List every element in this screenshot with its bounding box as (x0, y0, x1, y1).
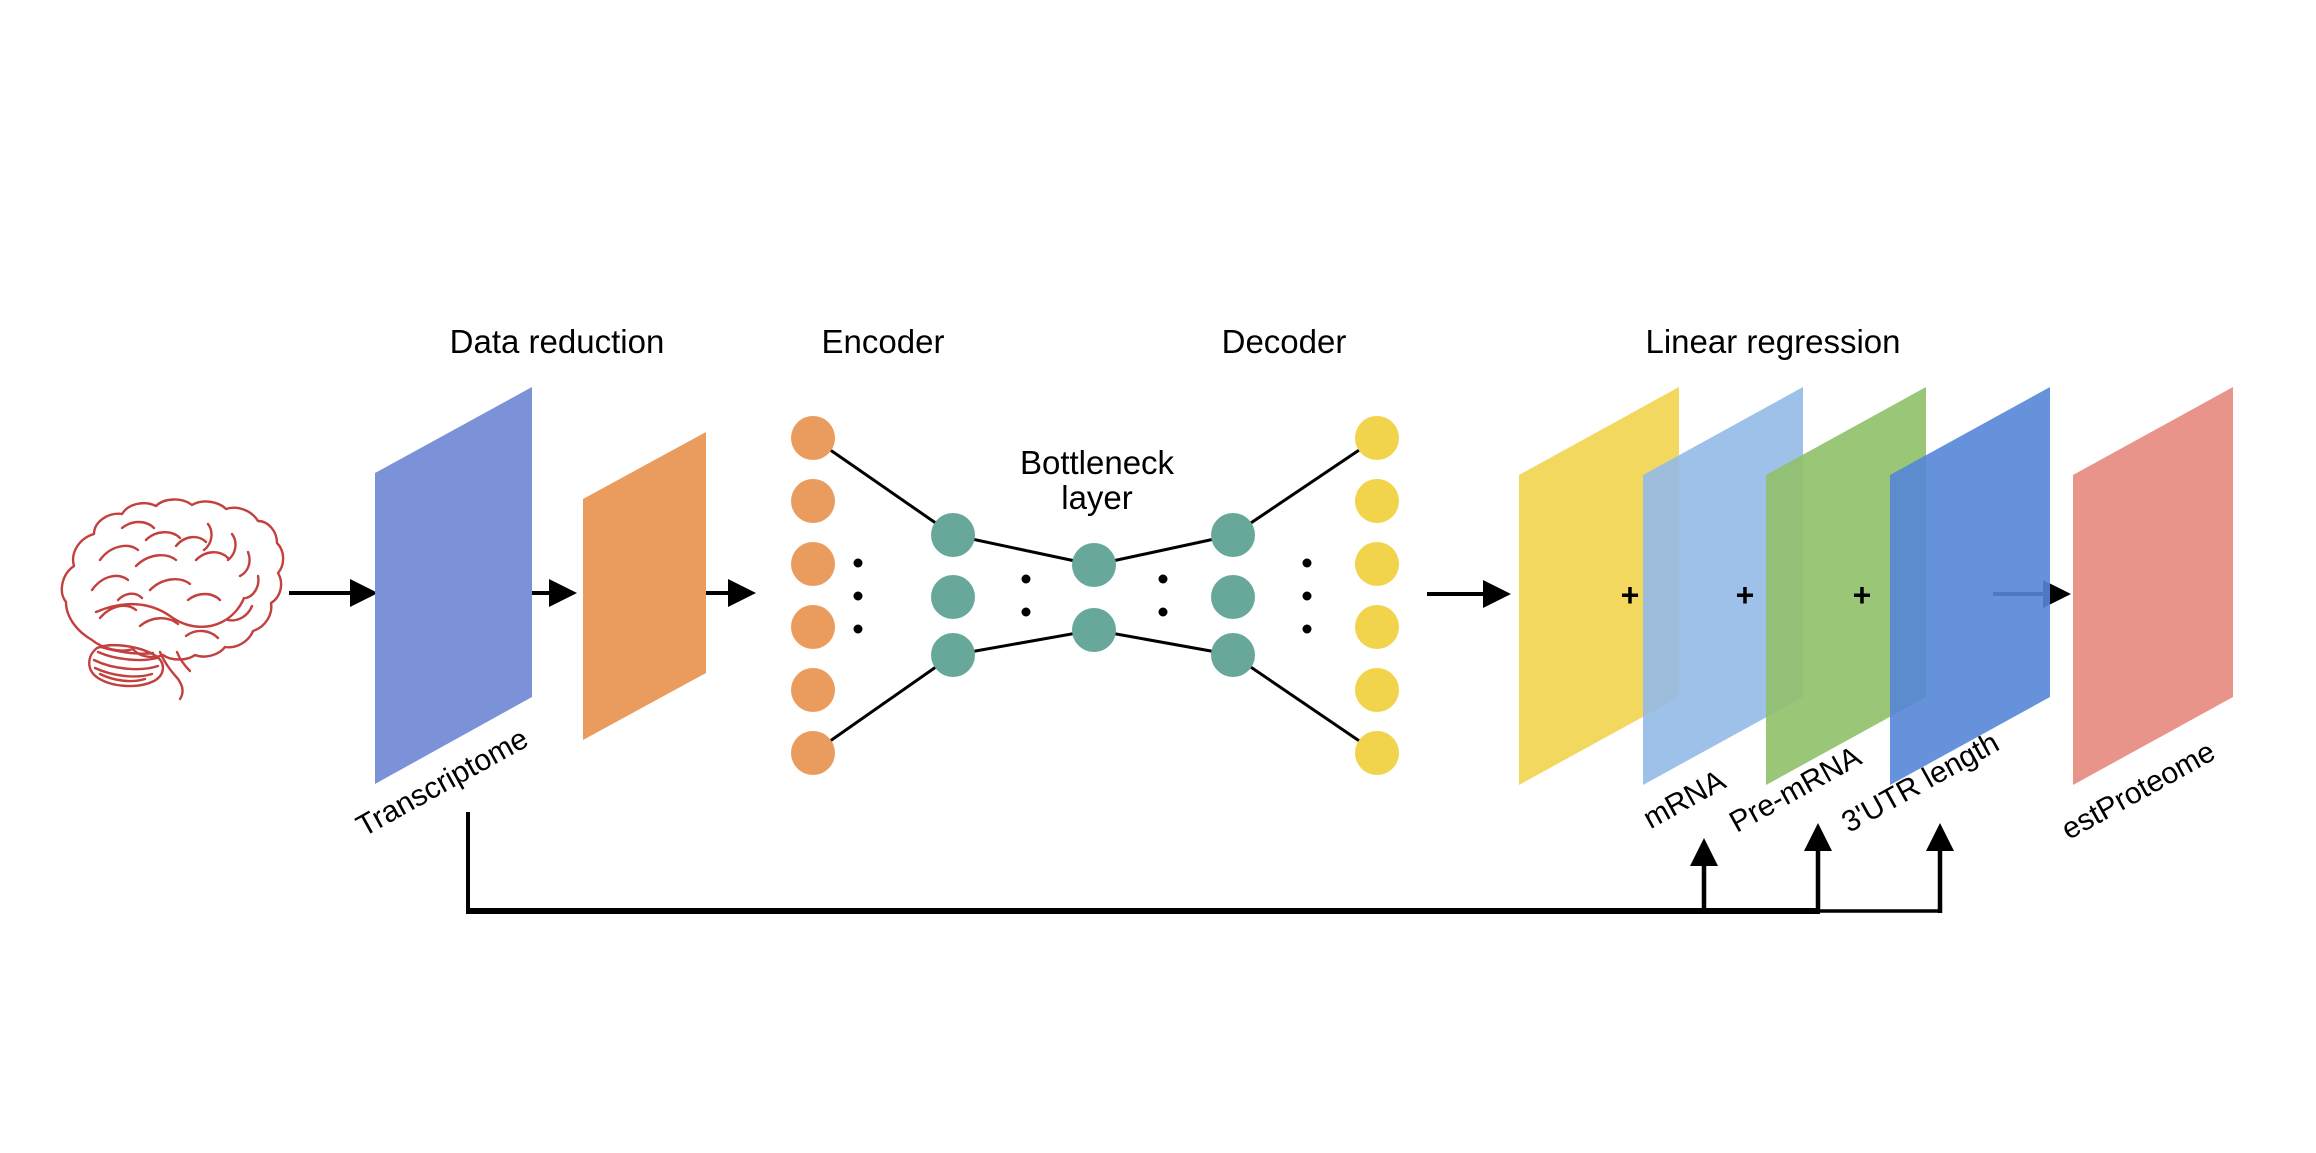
plus-sign-1: + (1621, 577, 1640, 613)
brain-stem (158, 650, 192, 701)
bottleneck-layer-nodes (1072, 543, 1116, 652)
arrow-autoencoder-to-stack (1427, 580, 1511, 608)
decoder-hidden-layer (1211, 513, 1255, 677)
feedback-arrow-pre-mrna (1804, 823, 1832, 913)
stack-mrna-panel (1643, 387, 1803, 785)
ellipsis-dots (853, 558, 1312, 634)
arrow-brain-to-transcriptome (289, 579, 378, 607)
stage-label-bottleneck-line2: layer (1061, 479, 1133, 516)
stage-label-decoder: Decoder (1222, 323, 1347, 360)
transcriptome-panel (375, 387, 532, 784)
encoder-input-layer (791, 416, 835, 775)
reduced-data-panel (583, 432, 706, 740)
stack-utr-panel (1890, 387, 2050, 785)
stage-label-bottleneck-line1: Bottleneck (1020, 444, 1175, 481)
brain-illustration (60, 498, 285, 701)
plus-sign-2: + (1736, 577, 1755, 613)
decoder-output-layer (1355, 416, 1399, 775)
brain-cortex-outline (60, 498, 285, 661)
feedback-arrow-utr (1926, 823, 1954, 913)
brain-cerebellum (88, 644, 165, 688)
stack-yellow-panel (1519, 387, 1679, 785)
autoencoder-connections (812, 436, 1378, 755)
brain-gyri-lines (90, 520, 260, 640)
est-proteome-panel (2073, 387, 2233, 785)
feedback-connector (466, 812, 1954, 914)
stage-label-encoder: Encoder (822, 323, 945, 360)
stage-label-linear-regression: Linear regression (1646, 323, 1901, 360)
feedback-arrow-mrna (1690, 838, 1718, 913)
stage-label-data-reduction: Data reduction (450, 323, 665, 360)
stack-pre-mrna-panel (1766, 387, 1926, 785)
plus-sign-3: + (1853, 577, 1872, 613)
encoder-hidden-layer (931, 513, 975, 677)
